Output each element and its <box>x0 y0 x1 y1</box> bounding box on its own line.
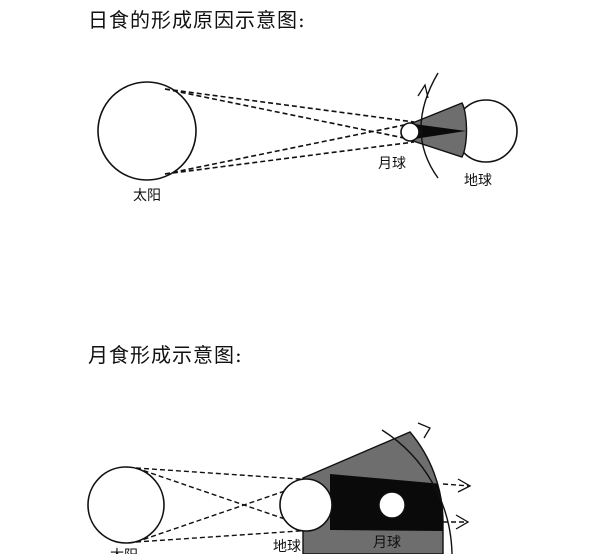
lunar-orbit-arrow <box>417 422 431 439</box>
lunar-sun <box>87 466 165 544</box>
solar-eclipse-diagram: 太阳 月球 地球 <box>97 72 518 204</box>
solar-moon-label: 月球 <box>378 156 406 172</box>
solar-moon-orbit <box>420 72 439 179</box>
lunar-moon-orbit <box>381 429 453 554</box>
solar-orbit-arrow <box>417 83 429 99</box>
solar-sun-label: 太阳 <box>133 188 161 204</box>
solar-rays <box>164 88 415 175</box>
solar-eclipse-title: 日食的形成原因示意图: <box>88 8 306 32</box>
lunar-eclipse-title: 月食形成示意图: <box>88 343 243 367</box>
lunar-sun-label: 太阳 <box>110 548 138 554</box>
solar-umbra <box>414 124 466 139</box>
solar-moon <box>400 122 420 142</box>
lunar-moon <box>378 491 406 519</box>
lunar-moon-label: 月球 <box>373 535 401 551</box>
solar-sun <box>97 81 197 181</box>
lunar-eclipse-diagram: 太阳 地球 月球 <box>87 422 472 554</box>
solar-earth-label: 地球 <box>464 173 492 189</box>
lunar-earth <box>279 478 333 532</box>
lunar-earth-label: 地球 <box>273 539 301 554</box>
lunar-ray-arrow-bottom <box>455 514 470 530</box>
lunar-ray-arrow-top <box>457 478 472 493</box>
